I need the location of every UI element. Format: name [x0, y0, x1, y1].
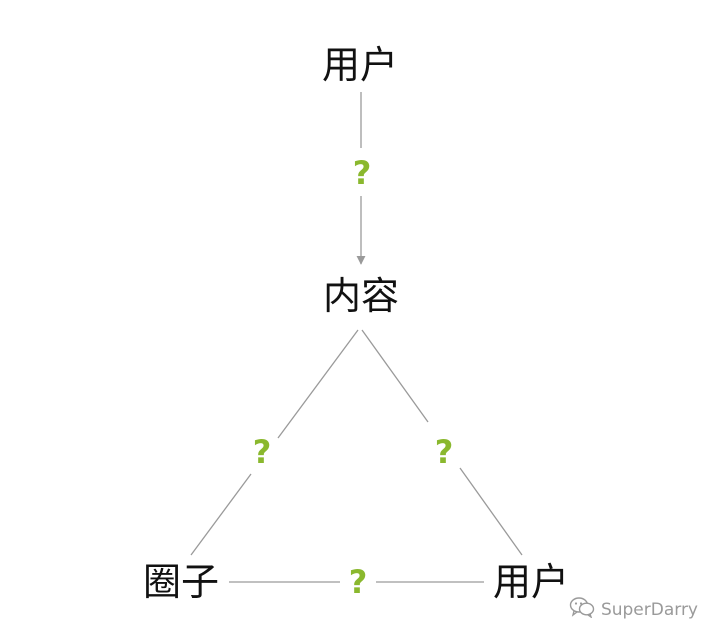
wechat-icon — [569, 596, 595, 623]
question-circle-user: ? — [348, 563, 368, 601]
node-circle: 圈子 — [142, 560, 220, 604]
question-content-user: ? — [434, 433, 454, 471]
edge-content-user-lower — [459, 467, 523, 556]
node-content: 内容 — [322, 274, 400, 318]
edge-content-circle-upper — [277, 329, 359, 439]
question-user-content: ? — [352, 154, 372, 192]
edge-content-circle-lower — [190, 473, 252, 556]
node-top-user: 用户 — [321, 43, 399, 87]
watermark-text: SuperDarry — [600, 599, 698, 620]
node-bottom-user: 用户 — [492, 560, 570, 604]
watermark: SuperDarry — [569, 596, 698, 623]
edge-content-user-upper — [361, 329, 429, 423]
question-content-circle: ? — [252, 433, 272, 471]
